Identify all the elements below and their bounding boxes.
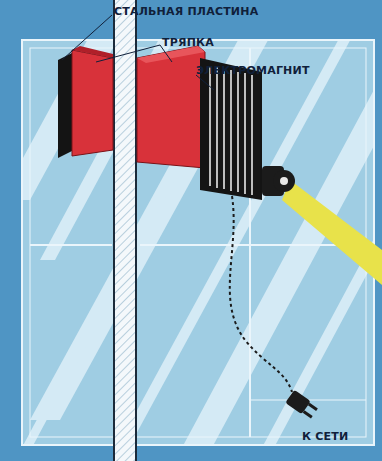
leader-lines bbox=[62, 15, 214, 90]
frame-mullion bbox=[114, 0, 136, 461]
electromagnet bbox=[200, 58, 262, 200]
part-label: ТРЯПКА bbox=[162, 36, 214, 49]
glass-reflections bbox=[22, 40, 374, 445]
power-plug bbox=[285, 390, 319, 420]
rag-right bbox=[137, 46, 205, 168]
part-label: ЭЛЕКТРОМАГНИТ bbox=[196, 64, 310, 77]
handle bbox=[282, 180, 382, 285]
rag-left bbox=[72, 46, 113, 156]
window-frame bbox=[22, 40, 374, 445]
part-label: СТАЛЬНАЯ ПЛАСТИНА bbox=[114, 5, 258, 18]
power-cord bbox=[230, 196, 292, 392]
part-label: К СЕТИ bbox=[302, 430, 348, 443]
handle-knob bbox=[262, 166, 295, 196]
